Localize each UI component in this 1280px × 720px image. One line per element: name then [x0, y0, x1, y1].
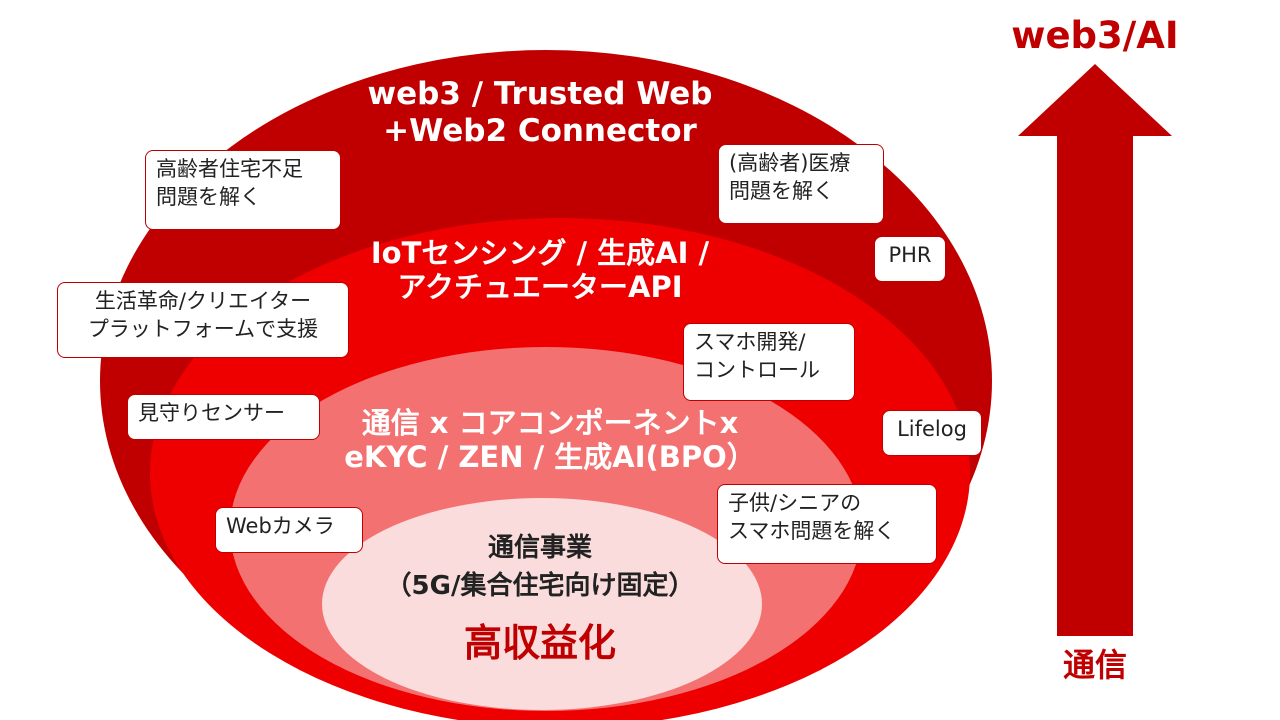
second-layer-line-2: アクチュエーターAPI	[397, 270, 683, 305]
callout-elderly-housing-line-1: 高齢者住宅不足	[156, 157, 303, 181]
callout-creator-platform: 生活革命/クリエイター プラットフォームで支援	[57, 282, 349, 358]
third-layer-line-2: eKYC / ZEN / 生成AI(BPO）	[344, 440, 756, 475]
callout-kids-senior-line-2: スマホ問題を解く	[728, 519, 896, 544]
callout-elderly-medical-line-1: (高齢者)医療	[729, 151, 851, 175]
outer-layer-line-1: web3 / Trusted Web	[367, 76, 713, 112]
callout-creator-platform-line-1: 生活革命/クリエイター	[94, 289, 312, 313]
core-layer-line-2: （5G/集合住宅向け固定）	[385, 570, 695, 601]
callout-creator-platform-line-2: プラットフォームで支援	[87, 317, 319, 342]
core-layer-line-1: 通信事業	[487, 533, 592, 563]
core-layer-label: 通信事業 （5G/集合住宅向け固定）	[380, 530, 700, 605]
arrow-top-label: web3/AI	[1011, 14, 1179, 57]
core-result-label: 高収益化	[463, 621, 616, 665]
callout-phr-text: PHR	[888, 243, 932, 267]
callout-watch-sensor-text: 見守りセンサー	[138, 401, 285, 425]
callout-lifelog: Lifelog	[882, 410, 982, 456]
callout-smartphone-dev-line-2: コントロール	[694, 358, 820, 383]
second-layer-line-1: IoTセンシング / 生成AI /	[370, 236, 710, 270]
callout-webcam: Webカメラ	[215, 507, 363, 553]
callout-elderly-housing: 高齢者住宅不足 問題を解く	[145, 150, 341, 230]
callout-lifelog-text: Lifelog	[897, 417, 967, 441]
callout-phr: PHR	[874, 236, 946, 282]
second-layer-label: IoTセンシング / 生成AI / アクチュエーターAPI	[280, 236, 800, 304]
callout-smartphone-dev-line-1: スマホ開発/	[694, 330, 806, 354]
core-ellipse	[322, 498, 762, 710]
callout-smartphone-dev: スマホ開発/ コントロール	[683, 323, 855, 401]
callout-elderly-medical-line-2: 問題を解く	[729, 179, 834, 204]
up-arrow-icon	[1018, 64, 1172, 636]
third-layer-line-1: 通信 x コアコンポーネントx	[361, 406, 739, 440]
callout-kids-senior: 子供/シニアの スマホ問題を解く	[717, 484, 937, 564]
callout-watch-sensor: 見守りセンサー	[127, 394, 320, 440]
third-layer-label: 通信 x コアコンポーネントx eKYC / ZEN / 生成AI(BPO）	[270, 406, 830, 474]
arrow-bottom-label: 通信	[1062, 646, 1127, 684]
callout-kids-senior-line-1: 子供/シニアの	[728, 491, 862, 515]
callout-elderly-medical: (高齢者)医療 問題を解く	[718, 144, 884, 224]
callout-elderly-housing-line-2: 問題を解く	[156, 185, 261, 210]
callout-webcam-text: Webカメラ	[226, 514, 335, 538]
outer-layer-label: web3 / Trusted Web +Web2 Connector	[300, 76, 780, 149]
outer-layer-line-2: +Web2 Connector	[383, 112, 697, 149]
